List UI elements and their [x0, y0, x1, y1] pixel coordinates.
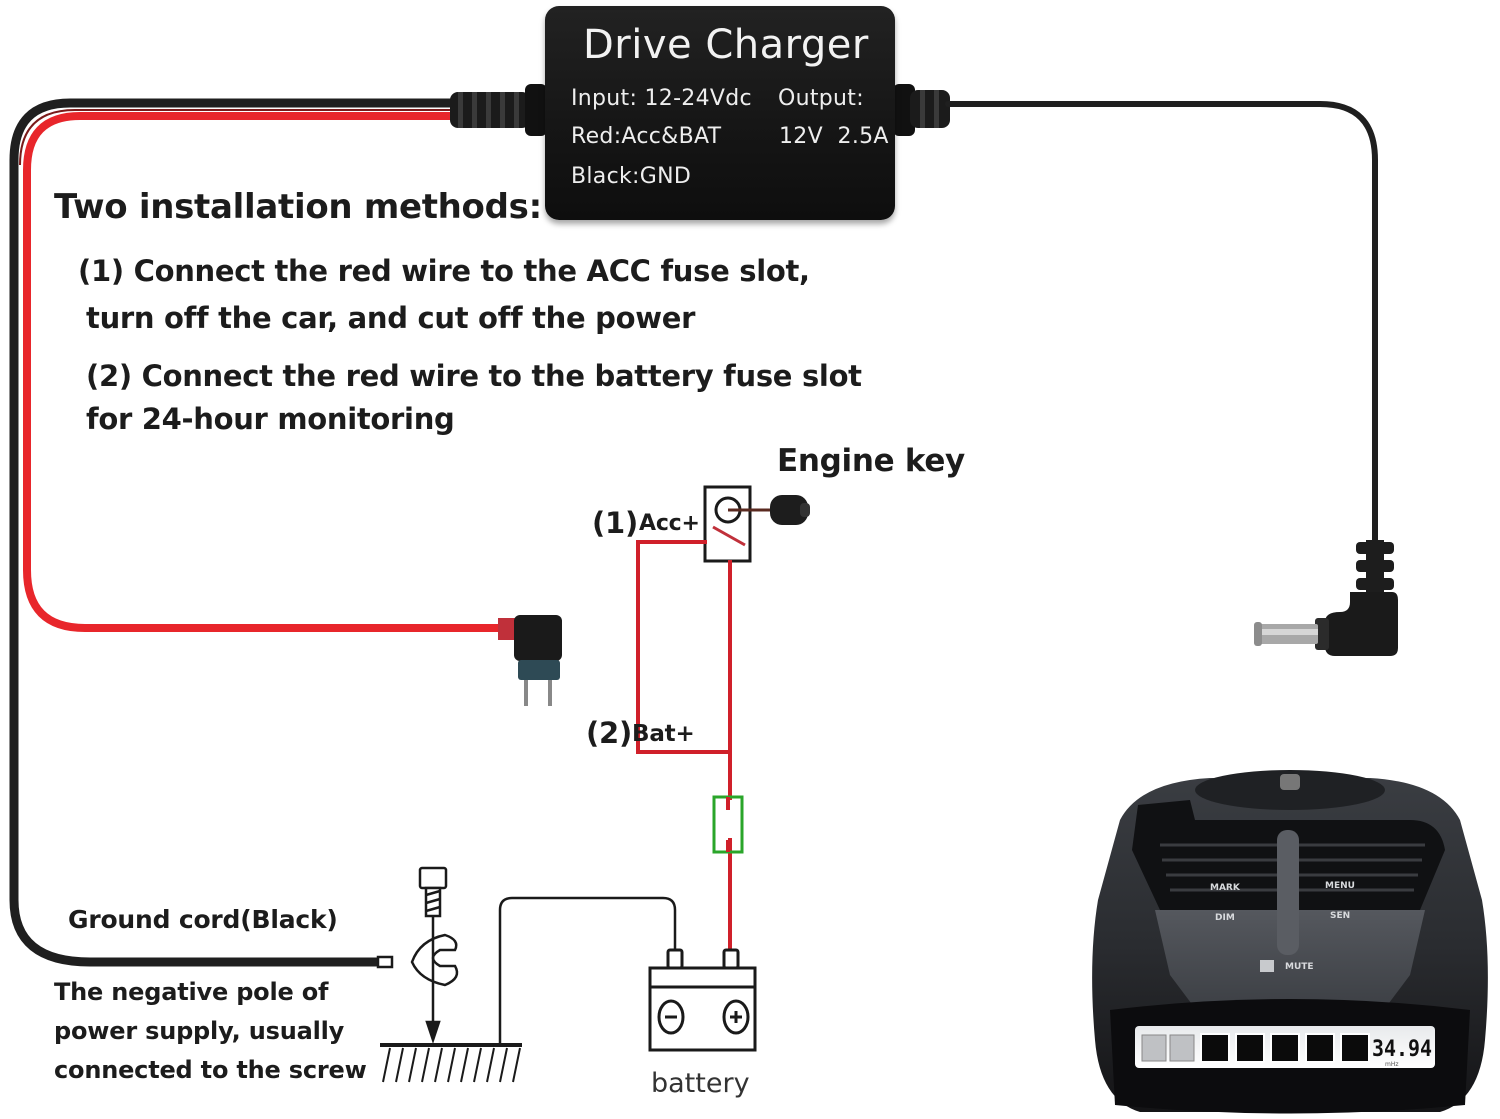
battery-label: battery [651, 1068, 750, 1099]
charger-input-spec: Input: 12-24Vdc [571, 86, 752, 111]
radar-detector: MARK MENU DIM SEN MUTE 34.94 mHz [1092, 770, 1488, 1114]
button-panel [1155, 910, 1425, 1015]
button-dim[interactable]: DIM [1215, 913, 1235, 923]
ground-note-line-1: The negative pole of [54, 978, 329, 1006]
acc-label: Acc+ [639, 511, 700, 536]
button-mute[interactable]: MUTE [1285, 962, 1314, 972]
step-1-line-1: (1) Connect the red wire to the ACC fuse… [78, 254, 810, 288]
engine-key-label: Engine key [777, 443, 965, 479]
ground-cable [9, 98, 460, 967]
right-strain-relief [893, 84, 950, 136]
bat-number: (2) [586, 716, 633, 750]
lcd-frequency: 34.94 [1372, 1037, 1432, 1062]
negative-lead [498, 896, 677, 1045]
output-cable [945, 101, 1378, 548]
charger-output-value: 12V 2.5A [779, 124, 889, 149]
charger-red-spec: Red:Acc&BAT [571, 124, 722, 149]
instructions-heading: Two installation methods: [54, 187, 542, 227]
drive-charger-module [545, 6, 895, 220]
cable-seam [19, 109, 455, 166]
button-menu[interactable]: MENU [1325, 881, 1355, 891]
step-1-line-2: turn off the car, and cut off the power [86, 301, 696, 335]
step-2-line-1: (2) Connect the red wire to the battery … [86, 359, 862, 393]
button-sen[interactable]: SEN [1330, 911, 1350, 921]
fuse-tap [498, 615, 562, 706]
left-strain-relief [450, 84, 547, 136]
screw-icon [418, 866, 448, 1044]
lcd-unit: mHz [1385, 1061, 1399, 1068]
speaker-icon [1260, 960, 1274, 972]
ring-terminal-icon [376, 933, 459, 987]
charger-black-spec: Black:GND [571, 164, 692, 189]
charger-title: Drive Charger [583, 22, 869, 68]
button-mark[interactable]: MARK [1210, 883, 1241, 893]
signal-bars [1141, 1033, 1370, 1063]
circuit-wires [636, 540, 732, 955]
step-2-line-2: for 24-hour monitoring [86, 402, 455, 436]
ground-symbol [380, 1043, 522, 1083]
red-cable [23, 112, 509, 632]
battery-icon [648, 948, 757, 1052]
ground-note-line-2: power supply, usually [54, 1017, 345, 1045]
acc-number: (1) [592, 506, 639, 540]
car-key-icon [770, 495, 810, 525]
ignition-switch [703, 485, 775, 563]
ground-cord-label: Ground cord(Black) [68, 905, 338, 934]
charger-output-label: Output: [778, 86, 864, 111]
ground-note-line-3: connected to the screw [54, 1056, 367, 1084]
bat-label: Bat+ [632, 721, 695, 747]
barrel-plug [1254, 540, 1398, 656]
